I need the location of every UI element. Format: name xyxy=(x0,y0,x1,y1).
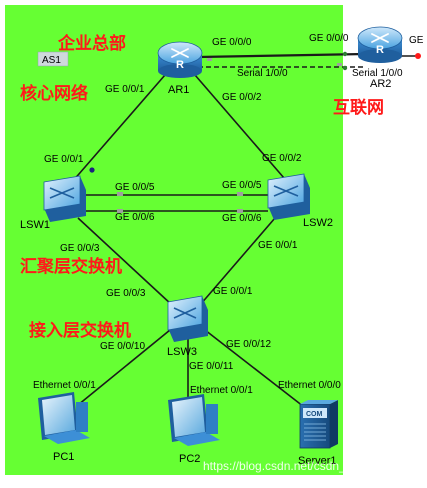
device-label-lsw3: LSW3 xyxy=(167,346,197,358)
port-label: Serial 1/0/0 xyxy=(352,68,403,79)
switch-lsw2[interactable] xyxy=(267,173,310,220)
device-label-ar1: AR1 xyxy=(168,84,189,96)
device-label-pc1: PC1 xyxy=(53,451,74,463)
router-arrows-icon xyxy=(171,48,189,58)
port-label: GE 0/0/3 xyxy=(60,243,100,254)
link-markers xyxy=(89,51,421,213)
switch-arrows-icon xyxy=(173,307,197,319)
port-label: GE 0/0/0 xyxy=(212,37,252,48)
pc2-computer-icon[interactable] xyxy=(168,394,220,446)
device-label-pc2: PC2 xyxy=(179,453,200,465)
link-lsw1-lsw3[interactable] xyxy=(77,217,173,306)
port-label: GE 0/0/1 xyxy=(44,154,84,165)
annotation-aggregation-switch: 汇聚层交换机 xyxy=(20,256,122,277)
port-label: GE xyxy=(409,35,424,46)
router-ar2[interactable]: R xyxy=(357,26,403,63)
router-ar1[interactable]: R xyxy=(157,41,203,78)
link-ar1-ar2-ge[interactable] xyxy=(197,52,366,59)
device-label-lsw1: LSW1 xyxy=(20,219,50,231)
link-ar1-lsw1[interactable] xyxy=(71,74,166,183)
annotation-enterprise-hq: 企业总部 xyxy=(57,33,126,54)
port-label: GE 0/0/2 xyxy=(262,153,302,164)
port-label: GE 0/0/5 xyxy=(115,182,155,193)
server1-icon[interactable]: COM xyxy=(299,400,338,449)
switch-arrows-icon xyxy=(273,185,299,197)
device-label-ar2: AR2 xyxy=(370,78,391,90)
device-label-server1: Server1 xyxy=(298,455,337,467)
port-label: GE 0/0/1 xyxy=(258,240,298,251)
port-label: GE 0/0/3 xyxy=(106,288,146,299)
port-label: GE 0/0/6 xyxy=(115,212,155,223)
annotation-access-switch: 接入层交换机 xyxy=(29,320,131,341)
port-label: GE 0/0/2 xyxy=(222,92,262,103)
port-label: GE 0/0/1 xyxy=(213,286,253,297)
router-arrows-icon xyxy=(371,33,389,43)
annotation-internet: 互联网 xyxy=(333,98,384,118)
as1-label: AS1 xyxy=(42,55,61,66)
link-lsw2-lsw3[interactable] xyxy=(199,217,276,306)
server-com-badge: COM xyxy=(306,411,323,418)
port-label: GE 0/0/10 xyxy=(100,341,145,352)
router-r-glyph: R xyxy=(376,44,384,56)
port-label: GE 0/0/12 xyxy=(226,339,271,350)
port-label: Serial 1/0/0 xyxy=(237,68,288,79)
as1-label-box xyxy=(37,51,69,67)
port-label: GE 0/0/5 xyxy=(222,180,262,191)
port-label: GE 0/0/11 xyxy=(189,361,234,372)
link-lsw3-server1[interactable] xyxy=(204,329,309,411)
port-label: Ethernet 0/0/1 xyxy=(33,380,96,391)
port-label: Ethernet 0/0/1 xyxy=(190,385,253,396)
port-label: GE 0/0/6 xyxy=(222,213,262,224)
switch-arrows-icon xyxy=(49,187,75,199)
annotation-core-network: 核心网络 xyxy=(20,83,88,104)
port-label: GE 0/0/0 xyxy=(309,33,349,44)
link-lsw3-pc1[interactable] xyxy=(77,329,171,406)
link-ar1-lsw2[interactable] xyxy=(194,74,285,179)
router-r-glyph: R xyxy=(176,59,184,71)
port-label: GE 0/0/1 xyxy=(105,84,145,95)
pc1-computer-icon[interactable] xyxy=(38,392,90,444)
watermark: https://blog.csdn.net/csdn_immortal xyxy=(203,459,392,473)
switch-lsw3[interactable] xyxy=(167,295,208,342)
port-label: Ethernet 0/0/0 xyxy=(278,380,341,391)
device-label-lsw2: LSW2 xyxy=(303,217,333,229)
switch-lsw1[interactable] xyxy=(43,175,86,222)
